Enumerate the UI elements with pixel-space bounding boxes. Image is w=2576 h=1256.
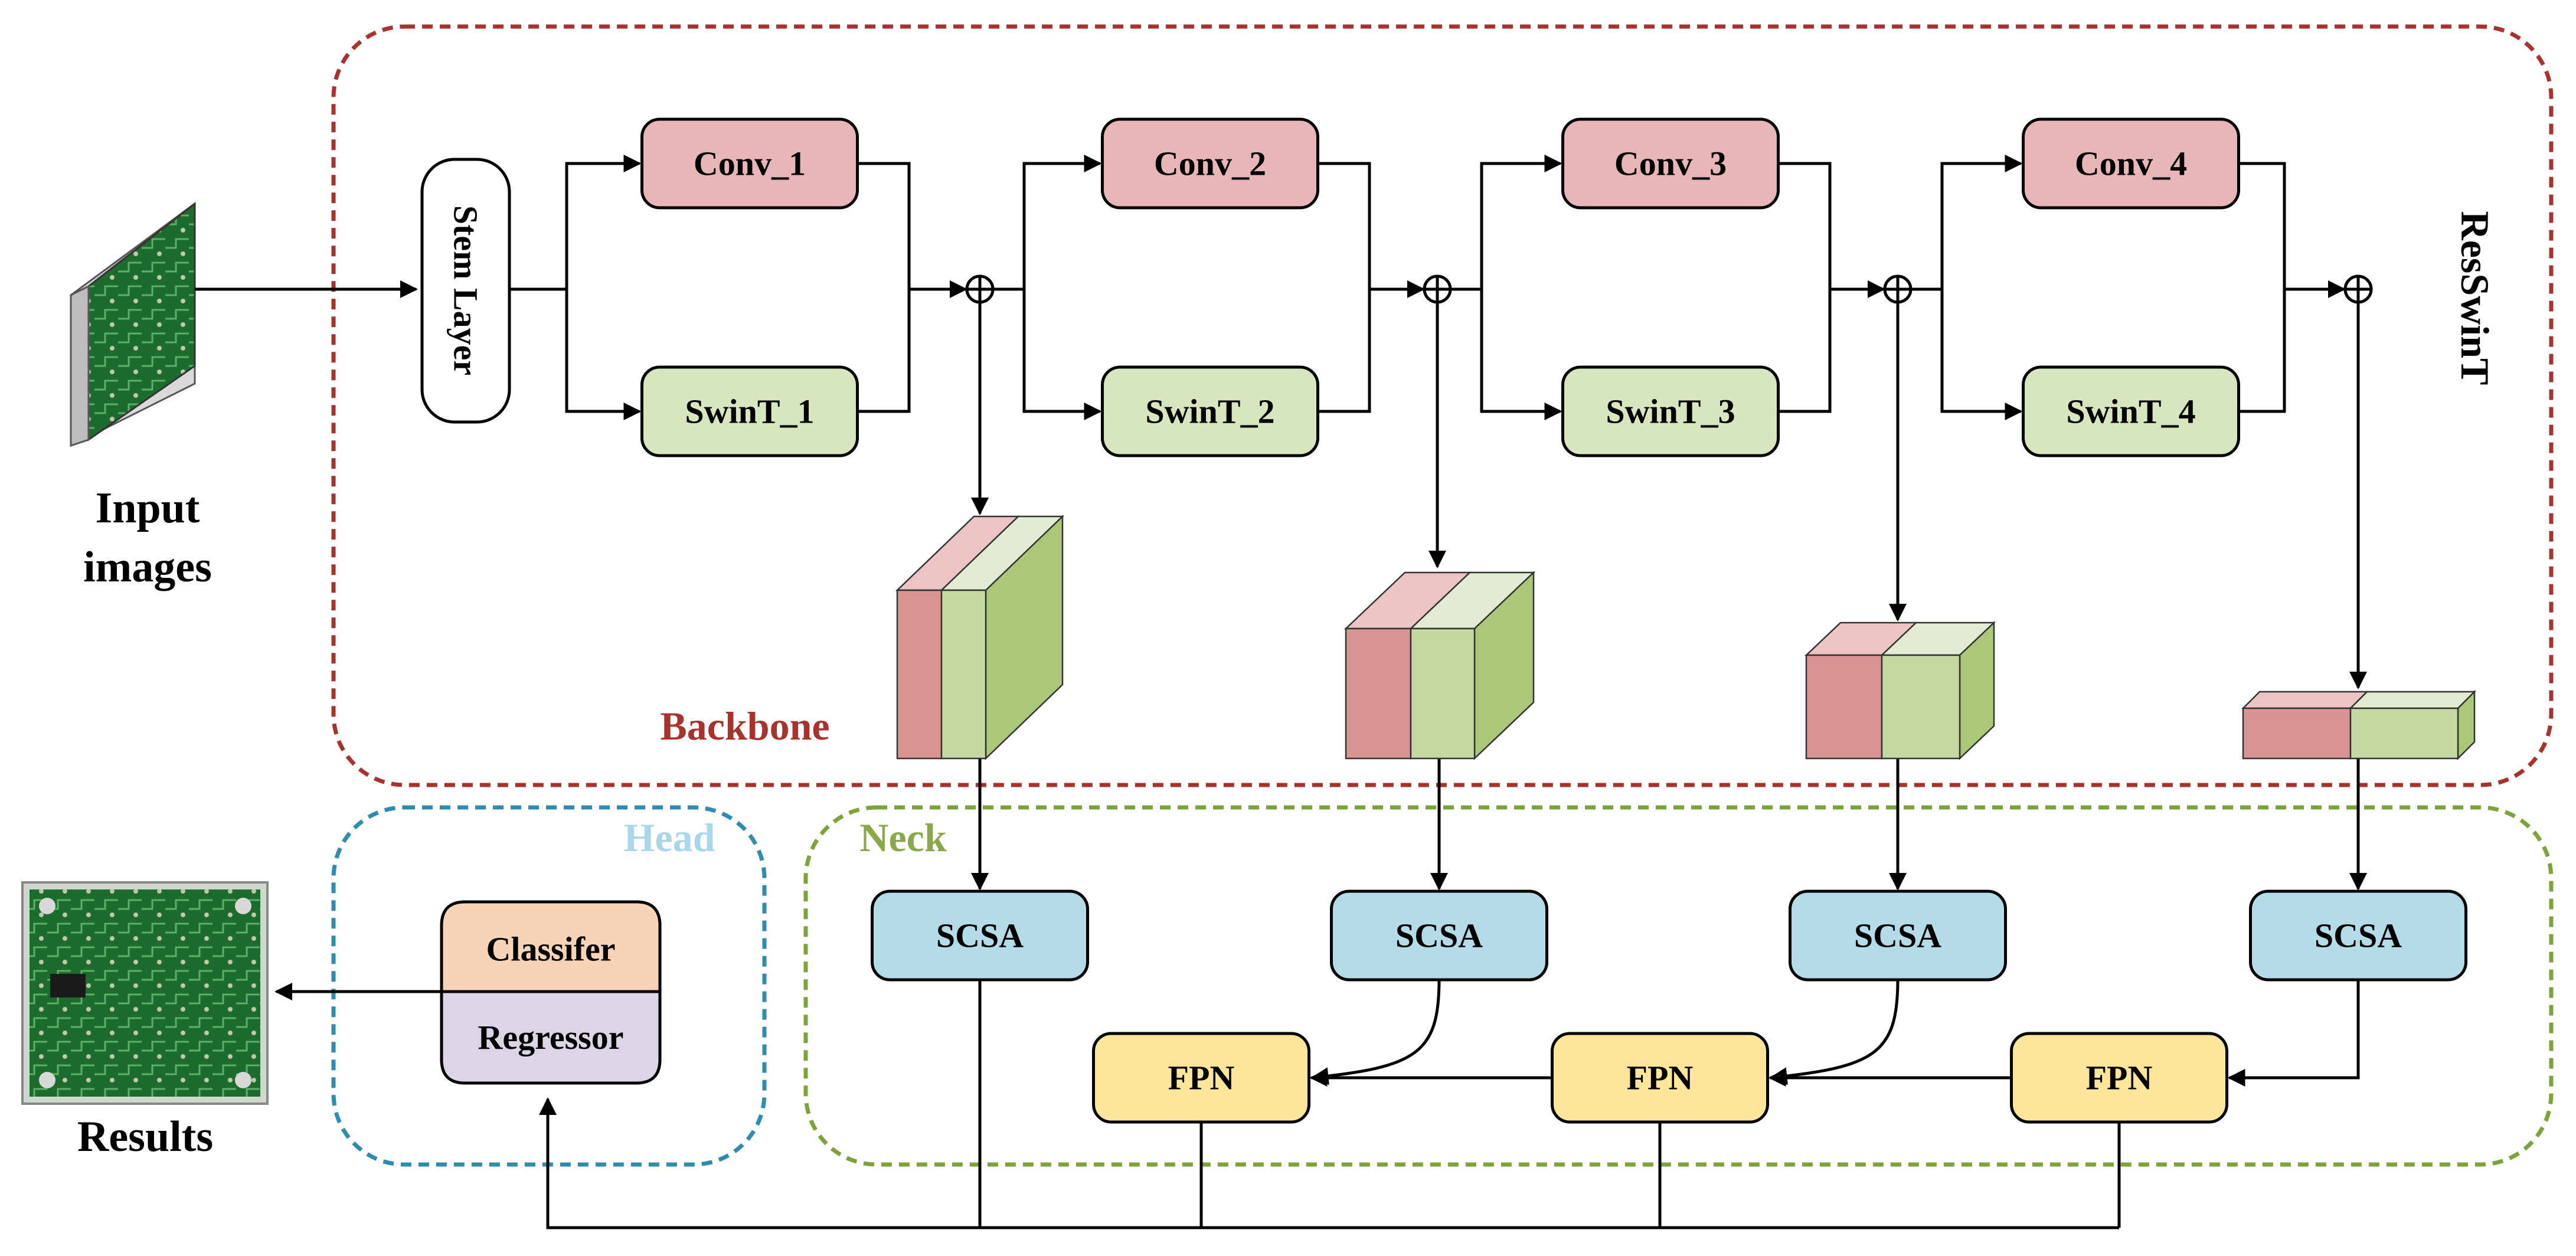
conv-box-4-label: Conv_4 bbox=[2075, 145, 2187, 183]
regressor-label: Regressor bbox=[478, 1018, 624, 1057]
swint-box-2: SwinT_2 bbox=[1101, 365, 1319, 457]
feature-map-1 bbox=[895, 515, 1065, 760]
backbone-label: Backbone bbox=[660, 704, 829, 748]
stage-2-conv-branch bbox=[1022, 155, 1102, 289]
classifier-label: Classifer bbox=[486, 930, 615, 969]
fpn-box-1-label: FPN bbox=[1168, 1059, 1235, 1097]
scsa-box-3-label: SCSA bbox=[1854, 917, 1941, 955]
stage-3-merge-lines bbox=[1778, 162, 1832, 413]
conv-box-1: Conv_1 bbox=[640, 117, 859, 210]
stage-3-add-node bbox=[1883, 274, 1913, 304]
head-label: Head bbox=[624, 815, 715, 860]
conv-box-2: Conv_2 bbox=[1101, 117, 1319, 210]
feature-map-3 bbox=[1804, 621, 1996, 760]
stage-4-merge-lines bbox=[2238, 162, 2286, 413]
swint-box-3-label: SwinT_3 bbox=[1606, 392, 1735, 431]
stage-4-conv-branch bbox=[1940, 155, 2023, 289]
fpn-box-2-label: FPN bbox=[1627, 1059, 1694, 1097]
swint-box-1-label: SwinT_1 bbox=[685, 392, 814, 431]
conv-box-1-label: Conv_1 bbox=[694, 145, 806, 183]
scsa-box-4-label: SCSA bbox=[2315, 917, 2402, 955]
stem-layer-box: Stem Layer bbox=[420, 158, 511, 424]
stage-1-merge-lines bbox=[857, 162, 911, 413]
backbone-region: Backbone ResSwinT bbox=[331, 24, 2554, 787]
scsa-box-1: SCSA bbox=[871, 889, 1089, 982]
conv-box-4: Conv_4 bbox=[2022, 117, 2240, 210]
input-image bbox=[70, 201, 196, 447]
swint-box-3: SwinT_3 bbox=[1561, 365, 1780, 457]
swint-box-4: SwinT_4 bbox=[2022, 365, 2240, 457]
neck-label: Neck bbox=[859, 815, 946, 860]
neck-region: Neck bbox=[803, 805, 2554, 1167]
stage-4-add-node bbox=[2343, 274, 2373, 304]
stage-2-merge-lines bbox=[1318, 162, 1371, 413]
scsa-box-4: SCSA bbox=[2249, 889, 2467, 982]
feature-maps bbox=[895, 515, 2477, 761]
stem-layer-label: Stem Layer bbox=[447, 205, 485, 375]
stage-3-conv-branch bbox=[1480, 155, 1562, 289]
fpn-box-3: FPN bbox=[2010, 1032, 2228, 1124]
resswint-label: ResSwinT bbox=[2453, 211, 2497, 385]
results-label: Results bbox=[77, 1113, 213, 1161]
stage-1-conv-branch bbox=[565, 155, 642, 289]
swint-box-1: SwinT_1 bbox=[640, 365, 859, 457]
scsa-2-to-fpn-1-arrow bbox=[1310, 979, 1441, 1085]
swint-box-2-label: SwinT_2 bbox=[1145, 392, 1274, 431]
conv-box-3: Conv_3 bbox=[1561, 117, 1780, 210]
stage-1-swin-branch bbox=[565, 289, 642, 420]
results-image bbox=[21, 881, 269, 1105]
scsa-box-2: SCSA bbox=[1330, 889, 1548, 982]
feature-map-4 bbox=[2241, 689, 2477, 761]
fpn-box-1: FPN bbox=[1092, 1032, 1310, 1124]
connection-wires bbox=[195, 155, 2367, 1229]
scsa-box-3: SCSA bbox=[1789, 889, 2007, 982]
stage-2-add-node bbox=[1423, 274, 1452, 304]
conv-box-2-label: Conv_2 bbox=[1154, 145, 1266, 183]
stage-1-add-node bbox=[965, 274, 995, 304]
swint-box-4-label: SwinT_4 bbox=[2066, 392, 2195, 431]
fpn-box-2: FPN bbox=[1551, 1032, 1769, 1124]
stage-3-swin-branch bbox=[1480, 289, 1562, 420]
stage-4-swin-branch bbox=[1940, 289, 2023, 420]
scsa-box-1-label: SCSA bbox=[936, 917, 1024, 955]
fpn-box-3-label: FPN bbox=[2086, 1059, 2153, 1097]
scsa-box-2-label: SCSA bbox=[1395, 917, 1483, 955]
conv-box-3-label: Conv_3 bbox=[1614, 145, 1727, 183]
bus-to-head-arrow bbox=[539, 1097, 2119, 1229]
scsa-4-to-fpn-3-arrow bbox=[2227, 980, 2360, 1087]
stage-2-swin-branch bbox=[1022, 289, 1102, 420]
input-label-line1: Input bbox=[96, 484, 200, 532]
input-label-line2: images bbox=[83, 543, 212, 591]
feature-map-2 bbox=[1343, 571, 1536, 760]
scsa-3-to-fpn-2-arrow bbox=[1769, 979, 1900, 1085]
